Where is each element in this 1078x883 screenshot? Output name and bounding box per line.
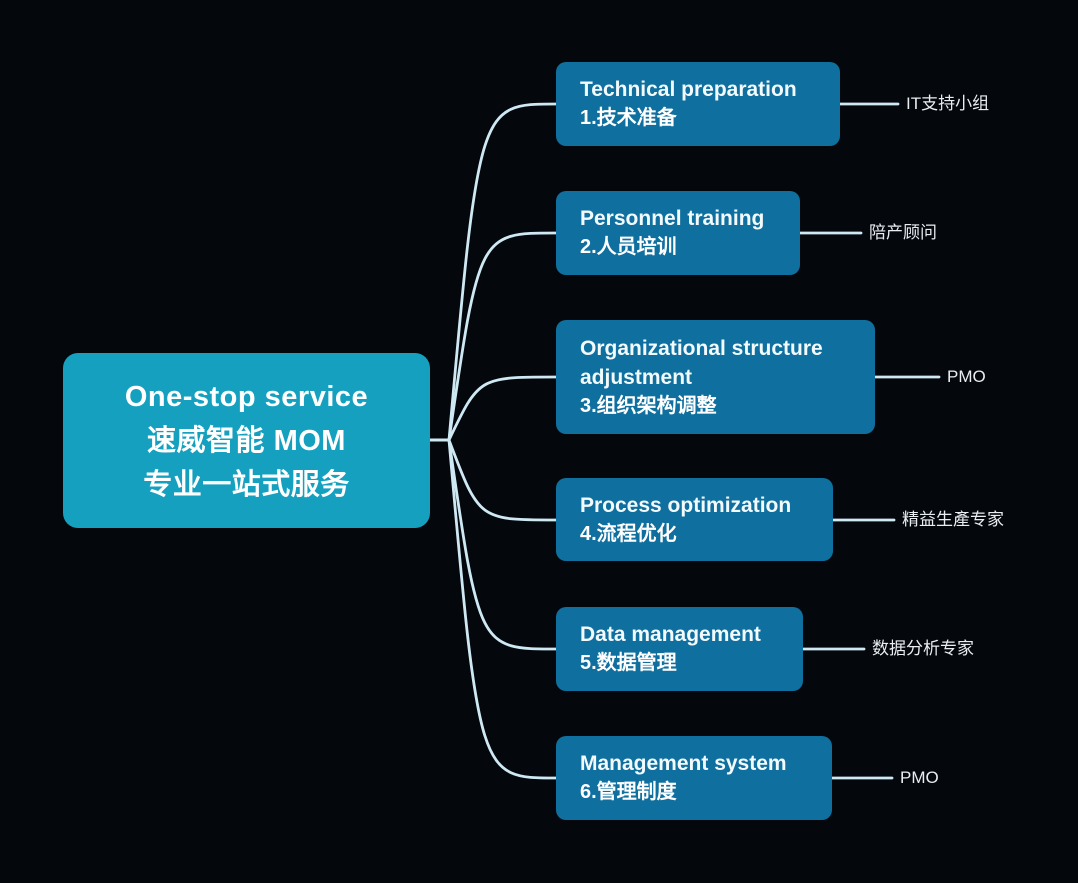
branch-node-technical-preparation[interactable]: Technical preparation 1.技术准备 [556,62,840,146]
branch-label-en: Data management [580,623,761,646]
branch-node-management-system[interactable]: Management system 6.管理制度 [556,736,832,820]
branch-label-en: Organizational structure adjustment [580,336,823,389]
root-node[interactable]: One-stop service 速威智能 MOM 专业一站式服务 [63,353,430,528]
edge-root-to-branch-6 [428,438,558,780]
branch-label-zh: 5.数据管理 [580,652,677,674]
branch-node-process-optimization[interactable]: Process optimization 4.流程优化 [556,478,833,561]
branch-label-zh: 2.人员培训 [580,236,677,258]
branch-label-en: Personnel training [580,207,765,230]
leaf-label-it-support-team[interactable]: IT支持小组 [906,94,990,113]
leaf-label-delivery-consultant[interactable]: 陪产顾问 [869,223,937,242]
edge-root-to-branch-4 [428,438,558,522]
root-title-en: One-stop service [124,380,369,413]
root-title-brand: 速威智能 MOM [147,424,346,457]
branch-label-zh: 4.流程优化 [580,522,677,545]
branch-label-en: Process optimization [580,493,792,517]
leaf-label-pmo-1[interactable]: PMO [947,367,986,386]
branch-node-organizational-structure-adjustment[interactable]: Organizational structure adjustment 3.组织… [556,320,875,434]
leaf-label-pmo-2[interactable]: PMO [900,768,939,787]
root-title-zh: 专业一站式服务 [143,468,350,501]
edge-root-to-branch-1 [428,102,558,442]
branch-node-personnel-training[interactable]: Personnel training 2.人员培训 [556,191,800,275]
branch-label-zh: 1.技术准备 [580,107,677,129]
branch-node-data-management[interactable]: Data management 5.数据管理 [556,607,803,691]
leaf-label-lean-production-expert[interactable]: 精益生產专家 [902,510,1004,529]
branch-label-en: Technical preparation [580,78,797,101]
branch-label-zh: 6.管理制度 [580,781,677,803]
branch-label-zh: 3.组织架构调整 [580,394,717,417]
edge-root-to-branch-3 [428,375,558,442]
leaf-label-data-analysis-expert[interactable]: 数据分析专家 [872,639,974,658]
branch-label-en: Management system [580,752,787,775]
edge-root-to-branch-2 [428,231,558,442]
edge-root-to-branch-5 [428,438,558,651]
